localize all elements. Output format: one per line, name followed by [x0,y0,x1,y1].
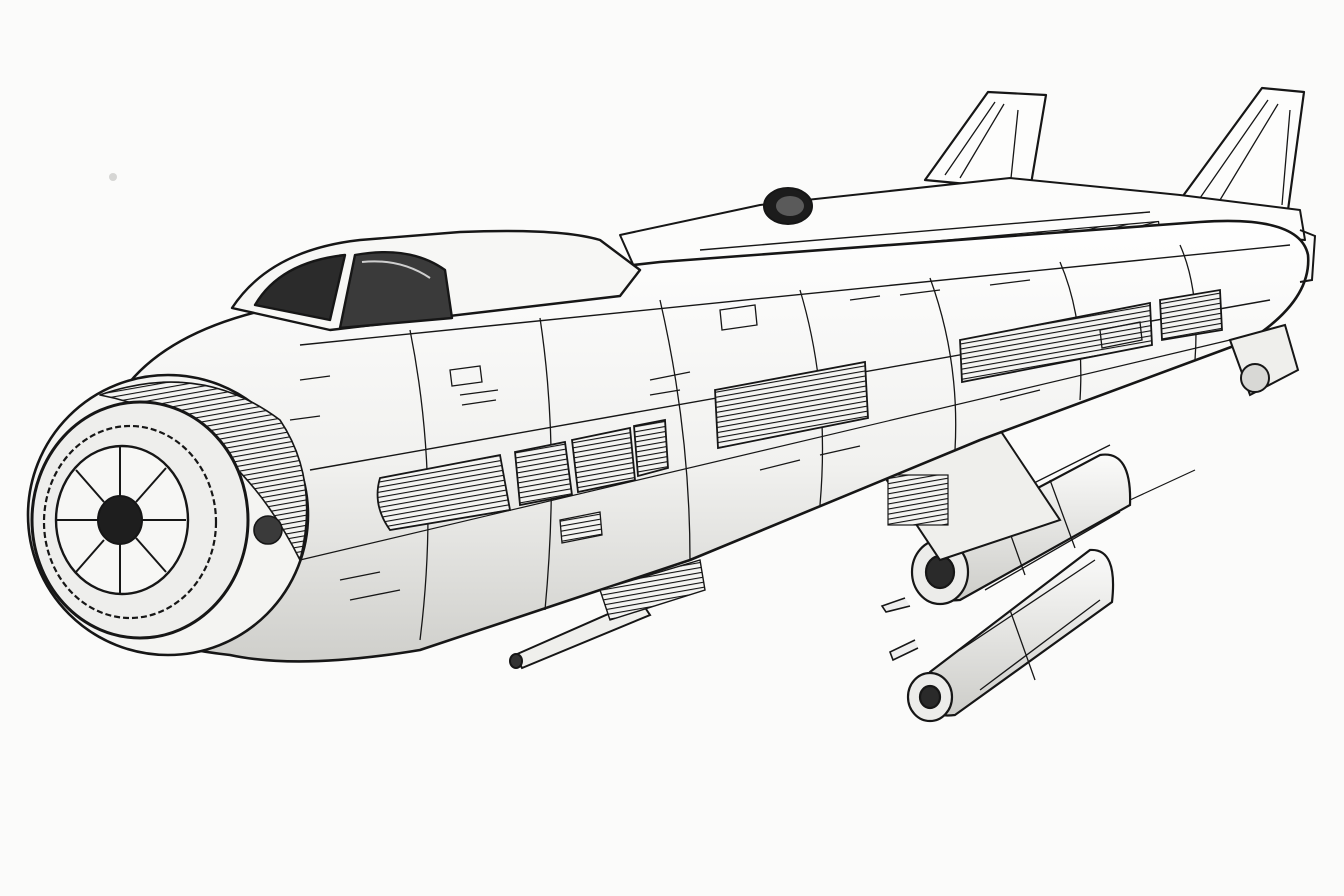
tail-fin-right [1178,86,1306,212]
cockpit-canopy [230,229,642,332]
nose-intake [26,373,310,657]
paper-speck [109,173,117,181]
rear-thrusters [1228,229,1317,397]
side-windows [376,288,1223,531]
ventral-cannon [509,559,706,670]
hull-greebles [289,279,1143,601]
weapon-pod-lower [888,469,1196,723]
